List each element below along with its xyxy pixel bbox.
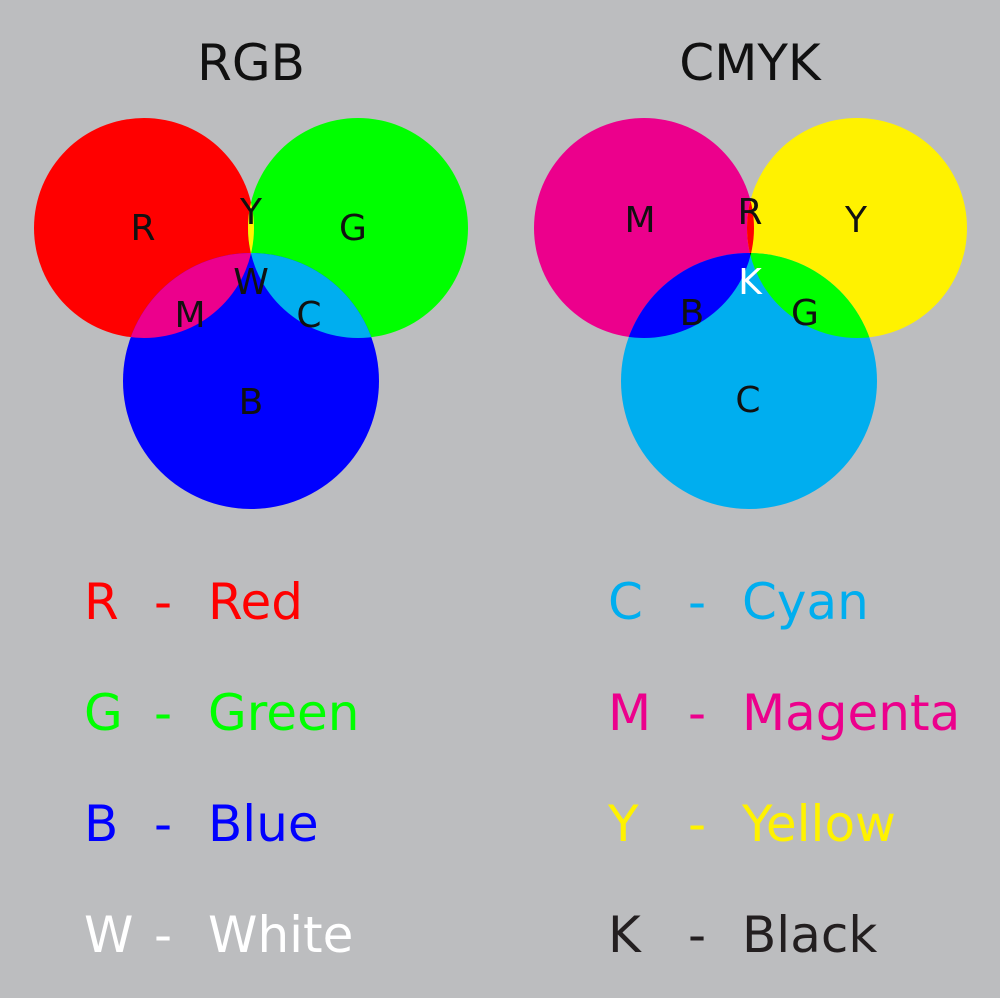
legend-row-white: W - White — [84, 900, 384, 970]
legend-name: Black — [742, 906, 878, 964]
color-models-diagram: RGB R G Y W M C B CMYK — [34, 34, 967, 509]
legend-letter: C — [608, 573, 643, 631]
rgb-diagram: RGB R G Y W M C B — [34, 34, 468, 509]
legend-row-blue: B - Blue — [84, 789, 384, 859]
legend-dash: - — [688, 684, 707, 742]
legend-name: Magenta — [742, 684, 961, 742]
rgb-label-red: R — [130, 208, 155, 249]
legend-row-green: G - Green — [84, 678, 384, 748]
rgb-label-yellow: Y — [239, 192, 263, 233]
legend-dash: - — [688, 573, 707, 631]
legend-dash: - — [154, 573, 173, 631]
cmyk-green-overlap — [747, 253, 877, 338]
legend-name: Cyan — [742, 573, 869, 631]
rgb-label-blue: B — [239, 382, 264, 423]
legend-name: Green — [208, 684, 360, 742]
rgb-title: RGB — [197, 34, 305, 92]
legend-letter: R — [84, 573, 119, 631]
legend-letter: K — [608, 906, 641, 964]
legend-dash: - — [154, 795, 173, 853]
rgb-label-green: G — [339, 208, 367, 249]
legend-letter: Y — [608, 795, 639, 853]
cmyk-label-magenta: M — [624, 200, 655, 241]
cmyk-blue-overlap — [621, 253, 754, 338]
legend-dash: - — [688, 906, 707, 964]
rgb-magenta-overlap — [123, 253, 254, 338]
legend-row-red: R - Red — [84, 567, 384, 637]
legend-dash: - — [154, 684, 173, 742]
cmyk-label-cyan: C — [735, 380, 760, 421]
cmyk-label-blue: B — [680, 293, 705, 334]
legend-letter: W — [84, 906, 134, 964]
legend-letter: M — [608, 684, 652, 742]
cmyk-diagram: CMYK M Y R K B G C — [534, 34, 967, 509]
legend-row-yellow: Y - Yellow — [608, 789, 988, 859]
legend-row-magenta: M - Magenta — [608, 678, 988, 748]
rgb-cyan-overlap — [248, 253, 379, 338]
rgb-label-cyan: C — [296, 295, 321, 336]
cmyk-label-black: K — [738, 262, 763, 303]
legend-letter: B — [84, 795, 119, 853]
cmyk-label-red: R — [737, 192, 762, 233]
legend-row-black: K - Black — [608, 900, 988, 970]
rgb-label-white: W — [233, 262, 269, 303]
legend-letter: G — [84, 684, 123, 742]
legend-row-cyan: C - Cyan — [608, 567, 988, 637]
legend-name: Yellow — [742, 795, 896, 853]
legend-name: Blue — [208, 795, 319, 853]
cmyk-label-yellow: Y — [844, 200, 868, 241]
legend-dash: - — [688, 795, 707, 853]
rgb-label-magenta: M — [174, 295, 205, 336]
cmyk-title: CMYK — [679, 34, 822, 92]
cmyk-label-green: G — [791, 293, 819, 334]
legend-name: Red — [208, 573, 303, 631]
legend-dash: - — [154, 906, 173, 964]
legend-name: White — [208, 906, 354, 964]
